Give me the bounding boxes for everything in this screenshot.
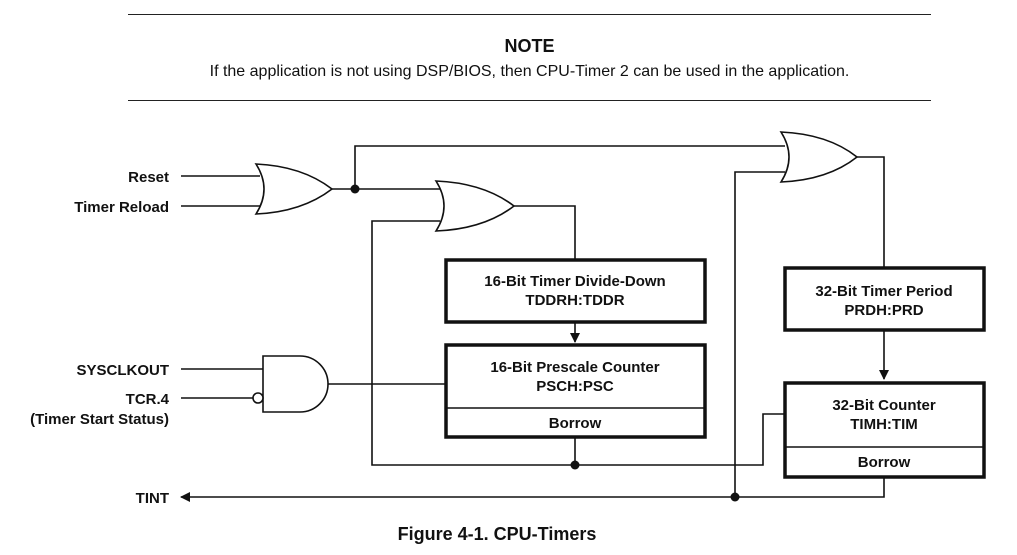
note-bottom-rule <box>128 100 931 101</box>
divide-down-register: TDDRH:TDDR <box>525 292 624 309</box>
prescale-register: PSCH:PSC <box>536 378 614 395</box>
inverter-bubble <box>252 392 264 404</box>
divide-down-title: 16-Bit Timer Divide-Down <box>484 273 665 290</box>
junction-dot-borrow <box>570 460 580 470</box>
tcr4-description: (Timer Start Status) <box>30 411 169 428</box>
or-gate-1 <box>254 163 334 215</box>
or1-to-or3-wire <box>354 145 785 189</box>
counter-borrow-wire <box>735 477 885 498</box>
counter-box <box>783 381 986 479</box>
prescale-borrow-label: Borrow <box>549 415 602 432</box>
tint-label: TINT <box>136 490 169 507</box>
reset-label: Reset <box>128 169 169 186</box>
junction-dot-or1 <box>350 184 360 194</box>
divide-down-box <box>444 258 707 324</box>
or-gate-3 <box>779 131 859 183</box>
prescale-box <box>444 343 707 439</box>
or-gate-2 <box>434 180 516 232</box>
counter-title: 32-Bit Counter <box>832 397 936 414</box>
sysclkout-label: SYSCLKOUT <box>76 362 169 379</box>
note-title: NOTE <box>504 36 555 56</box>
period-box <box>783 266 986 332</box>
tcr4-label: TCR.4 <box>126 391 170 408</box>
tint-feedback-wire <box>734 171 785 497</box>
or3-to-period-wire <box>857 156 885 268</box>
period-register: PRDH:PRD <box>844 302 923 319</box>
and-gate <box>262 355 329 413</box>
timer-reload-label: Timer Reload <box>74 199 169 216</box>
counter-register: TIMH:TIM <box>850 416 917 433</box>
junction-dot-tint <box>730 492 740 502</box>
figure-caption: Figure 4-1. CPU-Timers <box>398 524 597 544</box>
prescale-borrow-to-counter-wire <box>575 413 785 466</box>
period-title: 32-Bit Timer Period <box>815 283 952 300</box>
note-text: If the application is not using DSP/BIOS… <box>209 63 850 80</box>
note-top-rule <box>128 14 931 15</box>
prescale-title: 16-Bit Prescale Counter <box>490 359 659 376</box>
prescale-borrow-feedback-wire <box>371 220 576 466</box>
or2-to-divide-down-wire <box>514 205 576 260</box>
counter-borrow-label: Borrow <box>858 454 911 471</box>
